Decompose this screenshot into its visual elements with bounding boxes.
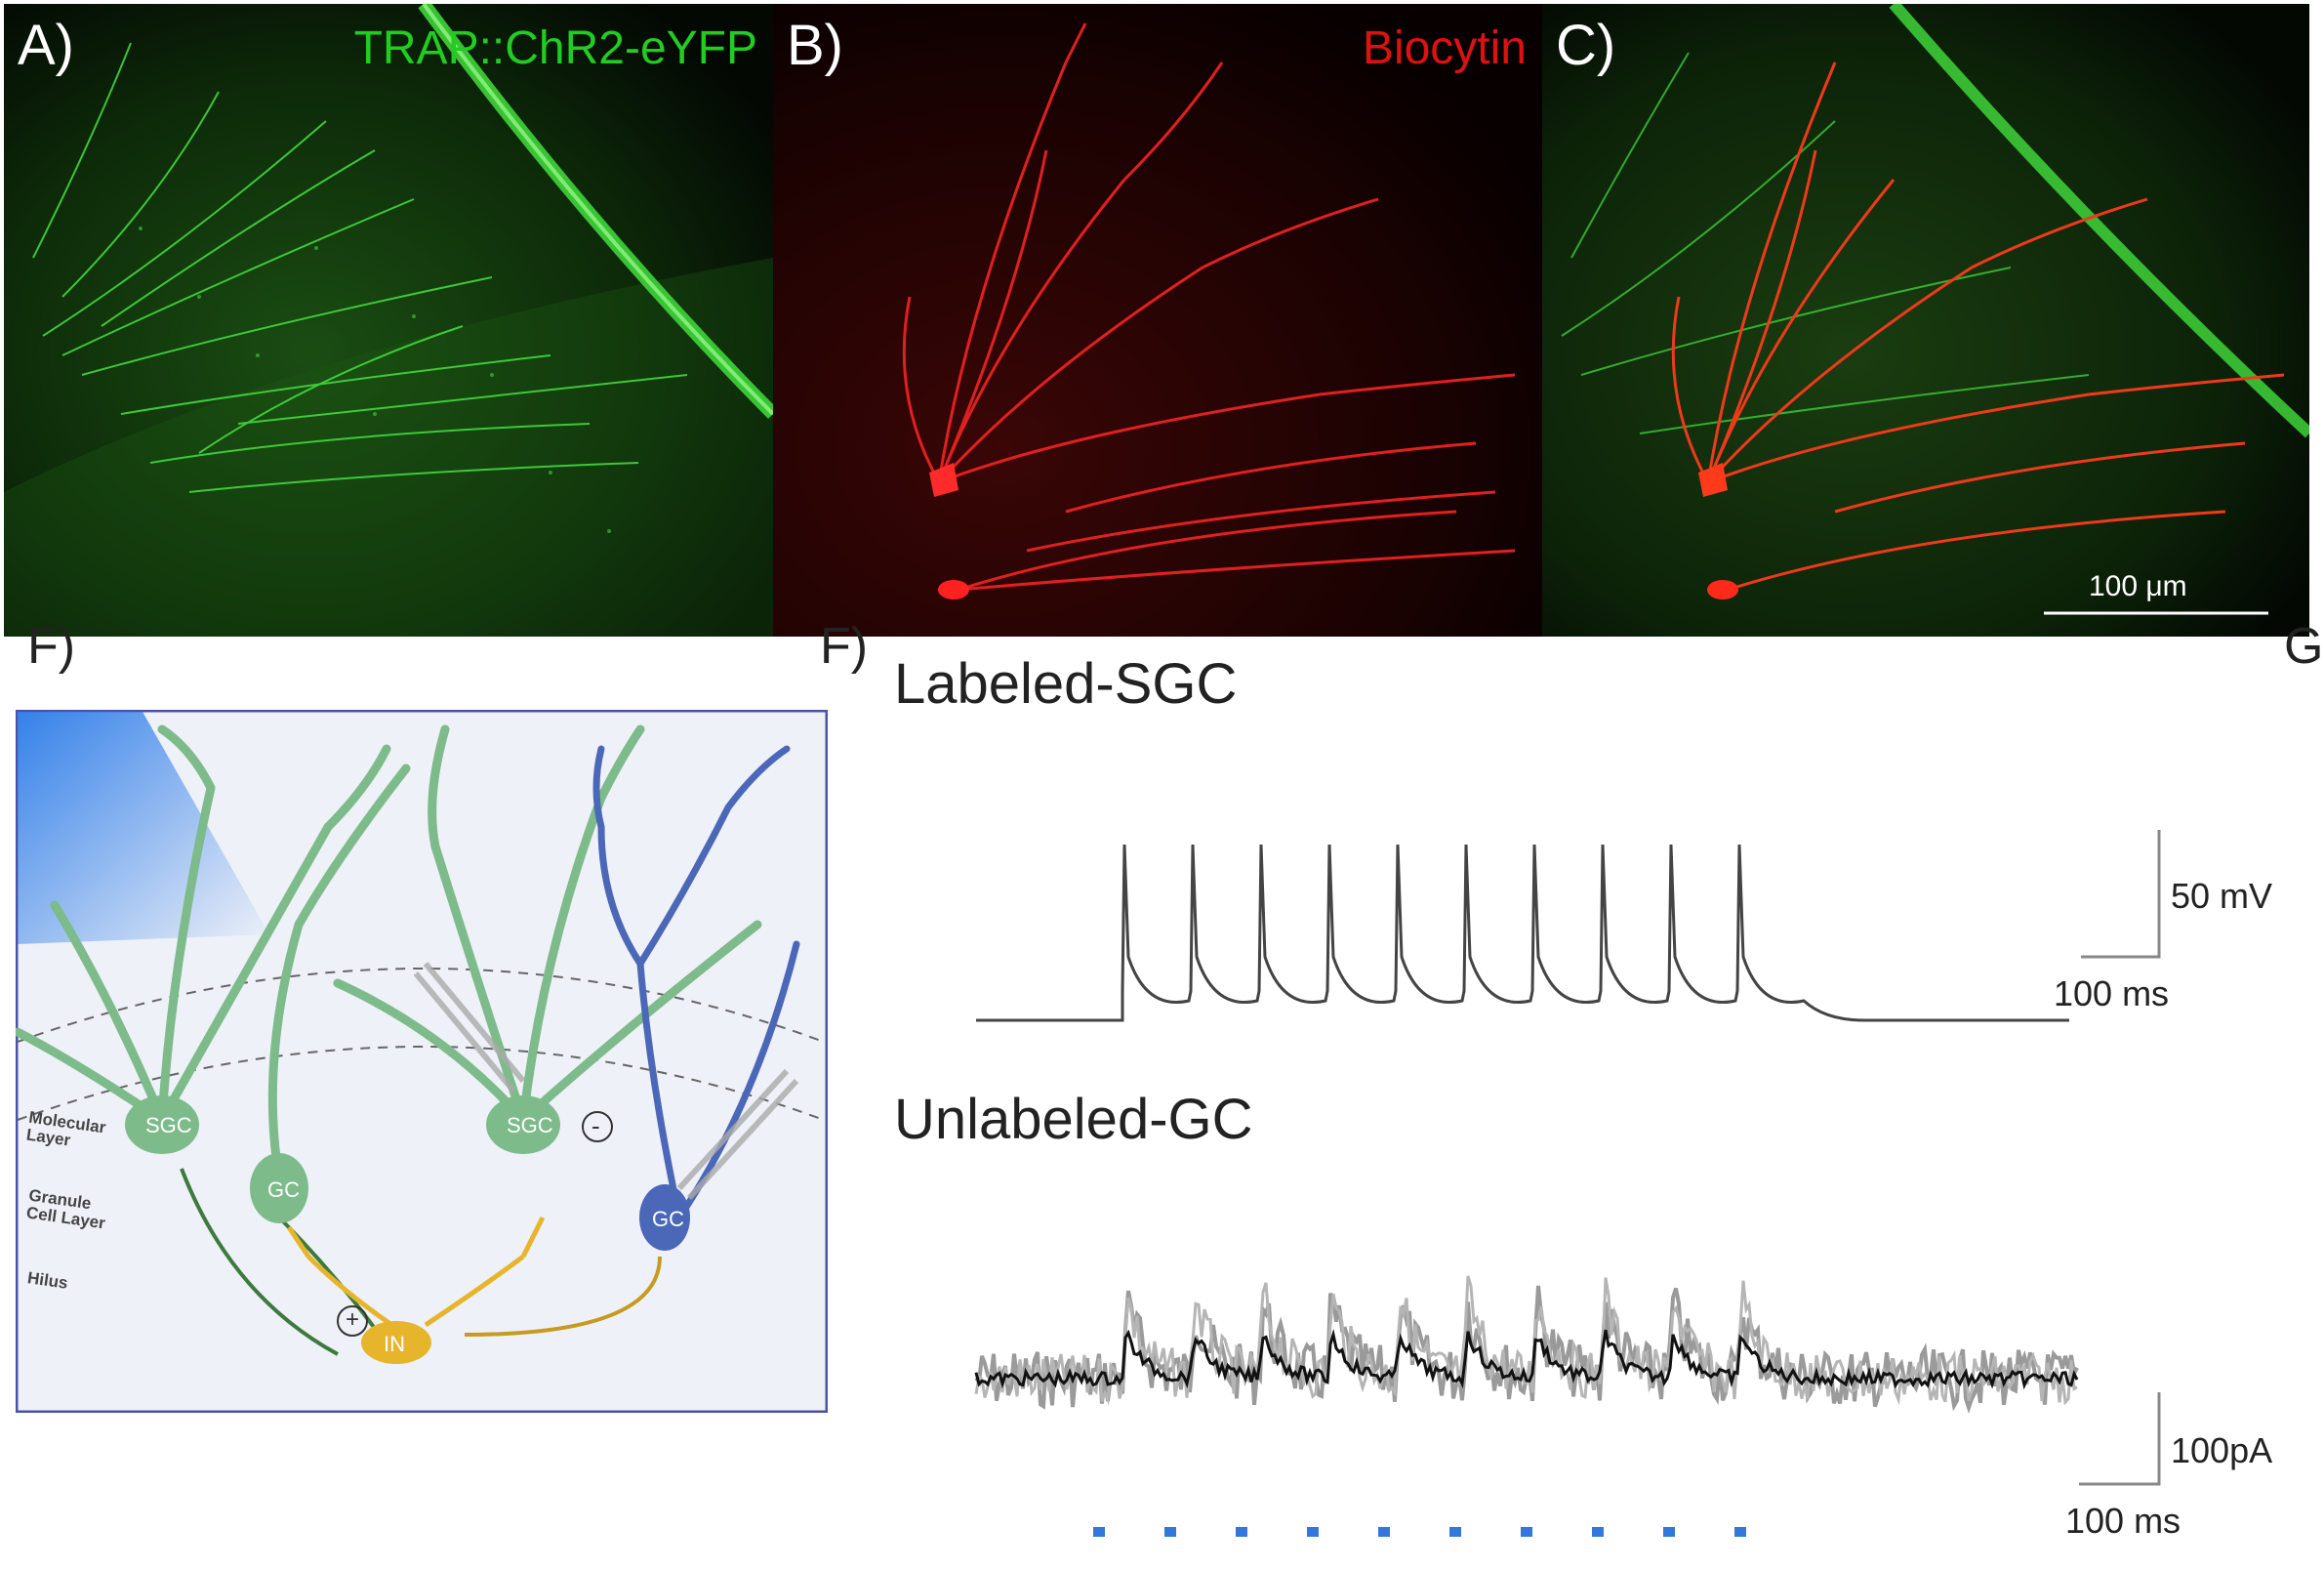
panel-f-letter-left: F) [27,618,76,675]
panel-g-letter: G) [2284,618,2324,675]
light-beam [18,712,269,944]
gc-current-trace-trial [974,1275,2078,1406]
light-pulse-marker [1734,1527,1746,1537]
labeled-sgc-trace [976,830,2161,1022]
light-pulse-marker [1093,1527,1105,1537]
unlabeled-gc-trace [974,1275,2161,1486]
scale-bar-label: 100 μm [2089,570,2187,602]
sgc-scale-time: 100 ms [2054,973,2170,1013]
gc-scale-current: 100pA [2171,1430,2273,1470]
gc-label-blue: GC [652,1207,684,1231]
sgc-voltage-trace [976,844,2069,1022]
panel-b-stain-label: Biocytin [1362,22,1527,74]
excitation-sign: + [346,1306,360,1333]
light-pulse-marker [1663,1527,1675,1537]
light-pulse-marker [1378,1527,1390,1537]
in-label: IN [384,1332,405,1356]
light-pulse-marker [1449,1527,1461,1537]
light-pulse-row [1093,1527,1776,1541]
sgc-label-left: SGC [145,1113,192,1137]
gc-current-trace-mean [974,1328,2079,1390]
gc-current-trace-trial [974,1285,2079,1415]
unlabeled-gc-title: Unlabeled-GC [894,1088,1253,1151]
light-pulse-marker [1164,1527,1176,1537]
circuit-schematic: SGC SGC GC GC IN + - Molecular Layer Gra… [13,709,829,1414]
panel-b-micrograph: B) Biocytin [773,4,1542,637]
inhibition-sign: - [591,1111,600,1140]
gc-label-green: GC [267,1177,300,1202]
panel-a-letter: A) [18,14,74,77]
panel-a-micrograph: A) TRAP::ChR2-eYFP [4,4,773,637]
gc-scale-time: 100 ms [2065,1501,2181,1541]
panel-b-letter: B) [787,14,843,77]
panel-a-stain-label: TRAP::ChR2-eYFP [353,22,757,74]
sgc-scale-bar [2081,830,2161,959]
light-pulse-marker [1236,1527,1247,1537]
labeled-sgc-title: Labeled-SGC [894,652,1238,716]
sgc-scale-voltage: 50 mV [2171,876,2273,916]
sgc-label-right: SGC [507,1113,553,1137]
panel-c-micrograph: C) 100 μm [1542,4,2309,637]
panel-c-letter: C) [1556,14,1616,77]
light-pulse-marker [1307,1527,1319,1537]
gc-scale-bar [2079,1392,2161,1486]
light-pulse-marker [1592,1527,1604,1537]
panel-f-letter-right: F) [820,618,869,675]
light-pulse-marker [1521,1527,1532,1537]
